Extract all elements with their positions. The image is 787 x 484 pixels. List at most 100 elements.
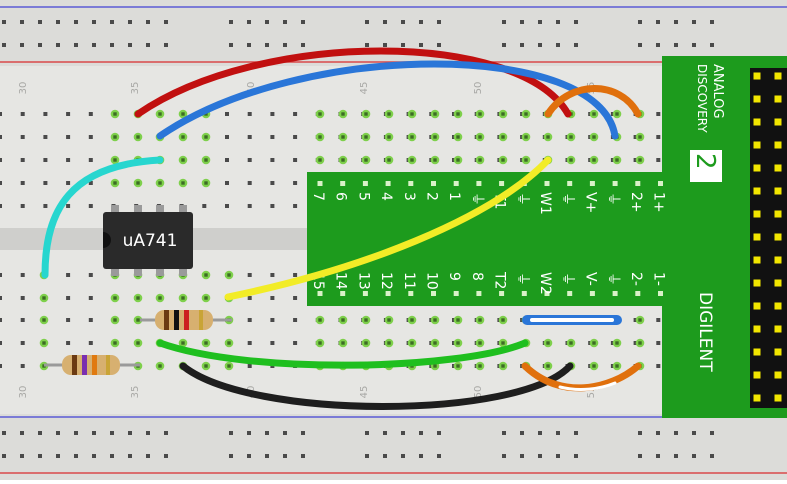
rail-hole: [164, 431, 168, 435]
chip-leg: [134, 205, 142, 214]
chip-notch: [103, 232, 111, 248]
connected-hole-center: [113, 158, 117, 162]
jumper-blue-white: [522, 315, 622, 325]
adapter-pin-hole: [589, 291, 595, 296]
rail-hole: [38, 454, 42, 458]
adapter-pin-hole: [635, 291, 641, 296]
connected-hole-center: [410, 318, 414, 322]
connected-hole-center: [433, 364, 437, 368]
header-pin: [774, 187, 782, 195]
adapter-pin-hole: [408, 291, 414, 296]
rail-hole: [146, 20, 150, 24]
connected-hole-center: [501, 318, 505, 322]
connected-hole-center: [638, 158, 642, 162]
rail-hole: [401, 20, 405, 24]
header-pin: [774, 141, 782, 149]
jumper-blue-white-stripe: [530, 318, 614, 322]
adapter-pin-label: ⏚: [560, 272, 576, 286]
chip-leg: [179, 205, 187, 214]
adapter-pin-label: 2+: [628, 192, 644, 213]
rail-hole: [419, 431, 423, 435]
connected-hole-center: [364, 318, 368, 322]
connected-hole-center: [569, 341, 573, 345]
connected-hole-center: [113, 135, 117, 139]
connected-hole-center: [387, 318, 391, 322]
column-number-top: 35: [130, 82, 141, 95]
hole: [225, 158, 229, 162]
hole: [270, 273, 275, 277]
connected-hole-center: [227, 341, 231, 345]
header-pin: [774, 279, 782, 287]
connected-hole-center: [181, 296, 185, 300]
hole: [20, 318, 25, 322]
hole: [270, 296, 275, 300]
rail-hole: [146, 454, 150, 458]
adapter-pin-label: 1-: [651, 272, 667, 286]
column-number-bottom: 50: [473, 386, 484, 399]
rail-hole: [674, 431, 678, 435]
adapter-pin-label: 11: [401, 272, 417, 290]
hole: [43, 181, 48, 185]
connected-hole-center: [592, 341, 596, 345]
rail-hole: [20, 20, 24, 24]
rail-hole: [2, 43, 6, 47]
adapter-pin-label: 5: [355, 192, 371, 201]
connected-hole-center: [113, 341, 117, 345]
rail-hole: [20, 454, 24, 458]
hole: [270, 204, 275, 208]
hole: [633, 135, 638, 139]
hole: [88, 273, 93, 277]
rail-hole: [638, 43, 642, 47]
hole: [633, 341, 638, 345]
rail-hole: [502, 43, 506, 47]
header-pin: [753, 141, 761, 149]
rail-hole: [56, 43, 60, 47]
header-pin: [753, 164, 761, 172]
rail-hole: [574, 43, 578, 47]
rail-hole: [265, 431, 269, 435]
rail-hole: [538, 431, 542, 435]
hole: [247, 135, 252, 139]
hole: [20, 181, 25, 185]
hole: [633, 158, 638, 162]
hole: [270, 341, 275, 345]
hole: [225, 135, 229, 139]
hole: [293, 112, 298, 116]
adapter-pin-label: 12: [378, 272, 394, 290]
rail-hole: [164, 43, 168, 47]
hole: [88, 318, 93, 322]
adapter-pin-label: 2-: [628, 272, 644, 286]
header-pin: [774, 394, 782, 402]
hole: [66, 273, 71, 277]
rail-hole: [437, 431, 441, 435]
rail-hole: [283, 43, 287, 47]
header-pin: [774, 371, 782, 379]
adapter-pin-label: 13: [355, 272, 371, 290]
connected-hole-center: [433, 341, 437, 345]
wire-yellow: [224, 156, 552, 301]
connected-hole-center: [456, 158, 460, 162]
rail-hole: [247, 454, 251, 458]
connected-hole-center: [478, 341, 482, 345]
connected-hole-center: [181, 341, 185, 345]
adapter-pin-hole: [453, 291, 459, 296]
rail-hole: [710, 43, 714, 47]
hole: [247, 204, 252, 208]
connected-hole-center: [501, 364, 505, 368]
hole: [656, 112, 661, 116]
connected-hole-center: [204, 364, 208, 368]
column-number-top: 30: [18, 82, 29, 95]
adapter-model-box: [690, 150, 722, 182]
resistor-lower-band: [106, 355, 110, 375]
adapter-pin-label: 2: [424, 192, 440, 201]
wire-cyan: [41, 156, 164, 279]
column-number-bottom: 45: [359, 386, 370, 399]
adapter-maker: DIGILENT: [695, 292, 715, 372]
wire-blue: [156, 60, 619, 140]
hole: [225, 112, 229, 116]
adapter-pin-hole: [521, 291, 527, 296]
header-pin: [753, 118, 761, 126]
rail-hole: [20, 43, 24, 47]
rail-hole: [38, 43, 42, 47]
